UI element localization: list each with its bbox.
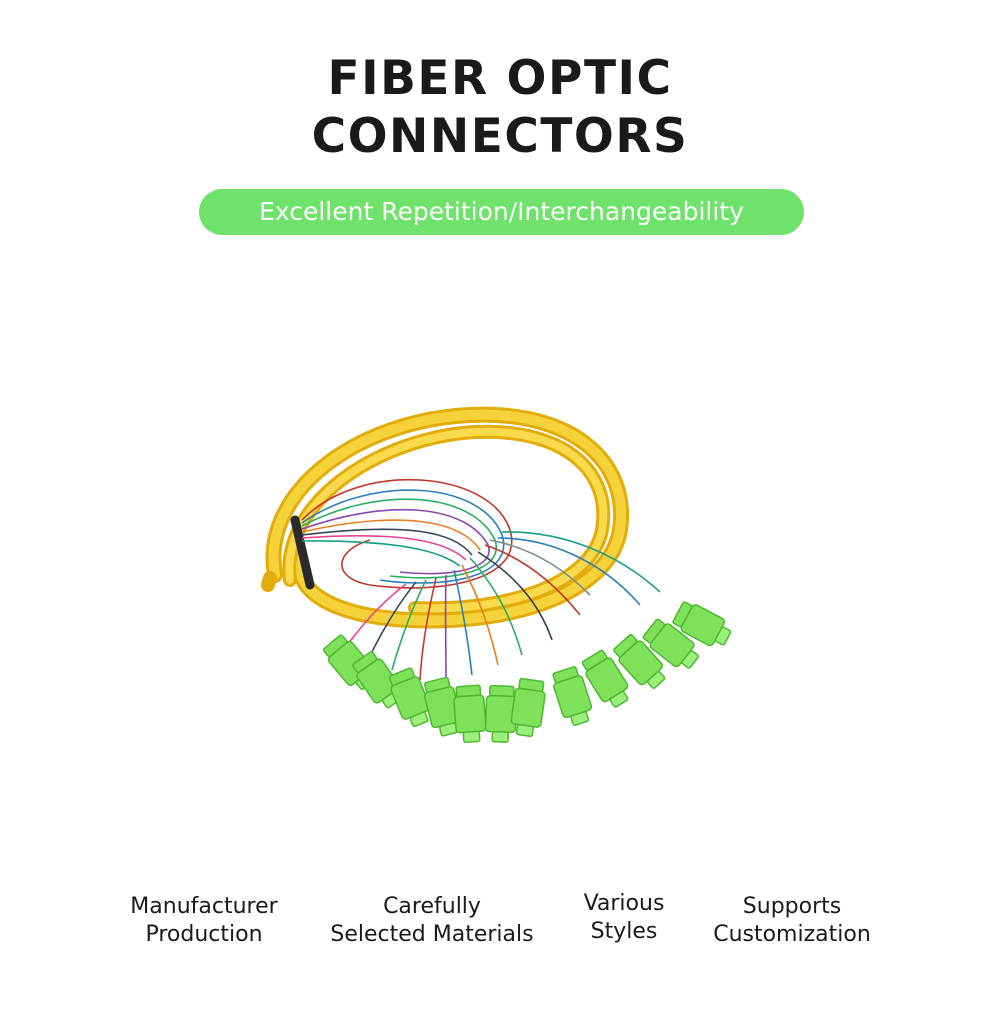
feature-line: Selected Materials [330, 922, 534, 947]
feature-various-styles: Various Styles [564, 890, 684, 946]
feature-manufacturer-production: Manufacturer Production [104, 893, 304, 949]
tagline-badge: Excellent Repetition/Interchangeability [199, 189, 804, 235]
feature-line: Manufacturer [130, 894, 278, 919]
yellow-cable-loop [261, 406, 630, 629]
fiber-pigtail-image [261, 406, 732, 744]
title-line-2: CONNECTORS [311, 109, 689, 164]
breakout-sleeve [290, 515, 315, 590]
feature-line: Customization [713, 922, 871, 947]
title-line-1: FIBER OPTIC [327, 51, 673, 106]
feature-line: Supports [742, 894, 842, 919]
feature-selected-materials: Carefully Selected Materials [312, 893, 552, 949]
feature-line: Various [583, 891, 665, 916]
page-title: FIBER OPTIC CONNECTORS [0, 50, 1000, 166]
feature-line: Carefully [383, 894, 481, 919]
sc-connectors [322, 601, 732, 744]
feature-line: Production [145, 922, 263, 947]
feature-line: Styles [590, 919, 658, 944]
feature-supports-customization: Supports Customization [692, 893, 892, 949]
colored-fibers [301, 478, 661, 681]
